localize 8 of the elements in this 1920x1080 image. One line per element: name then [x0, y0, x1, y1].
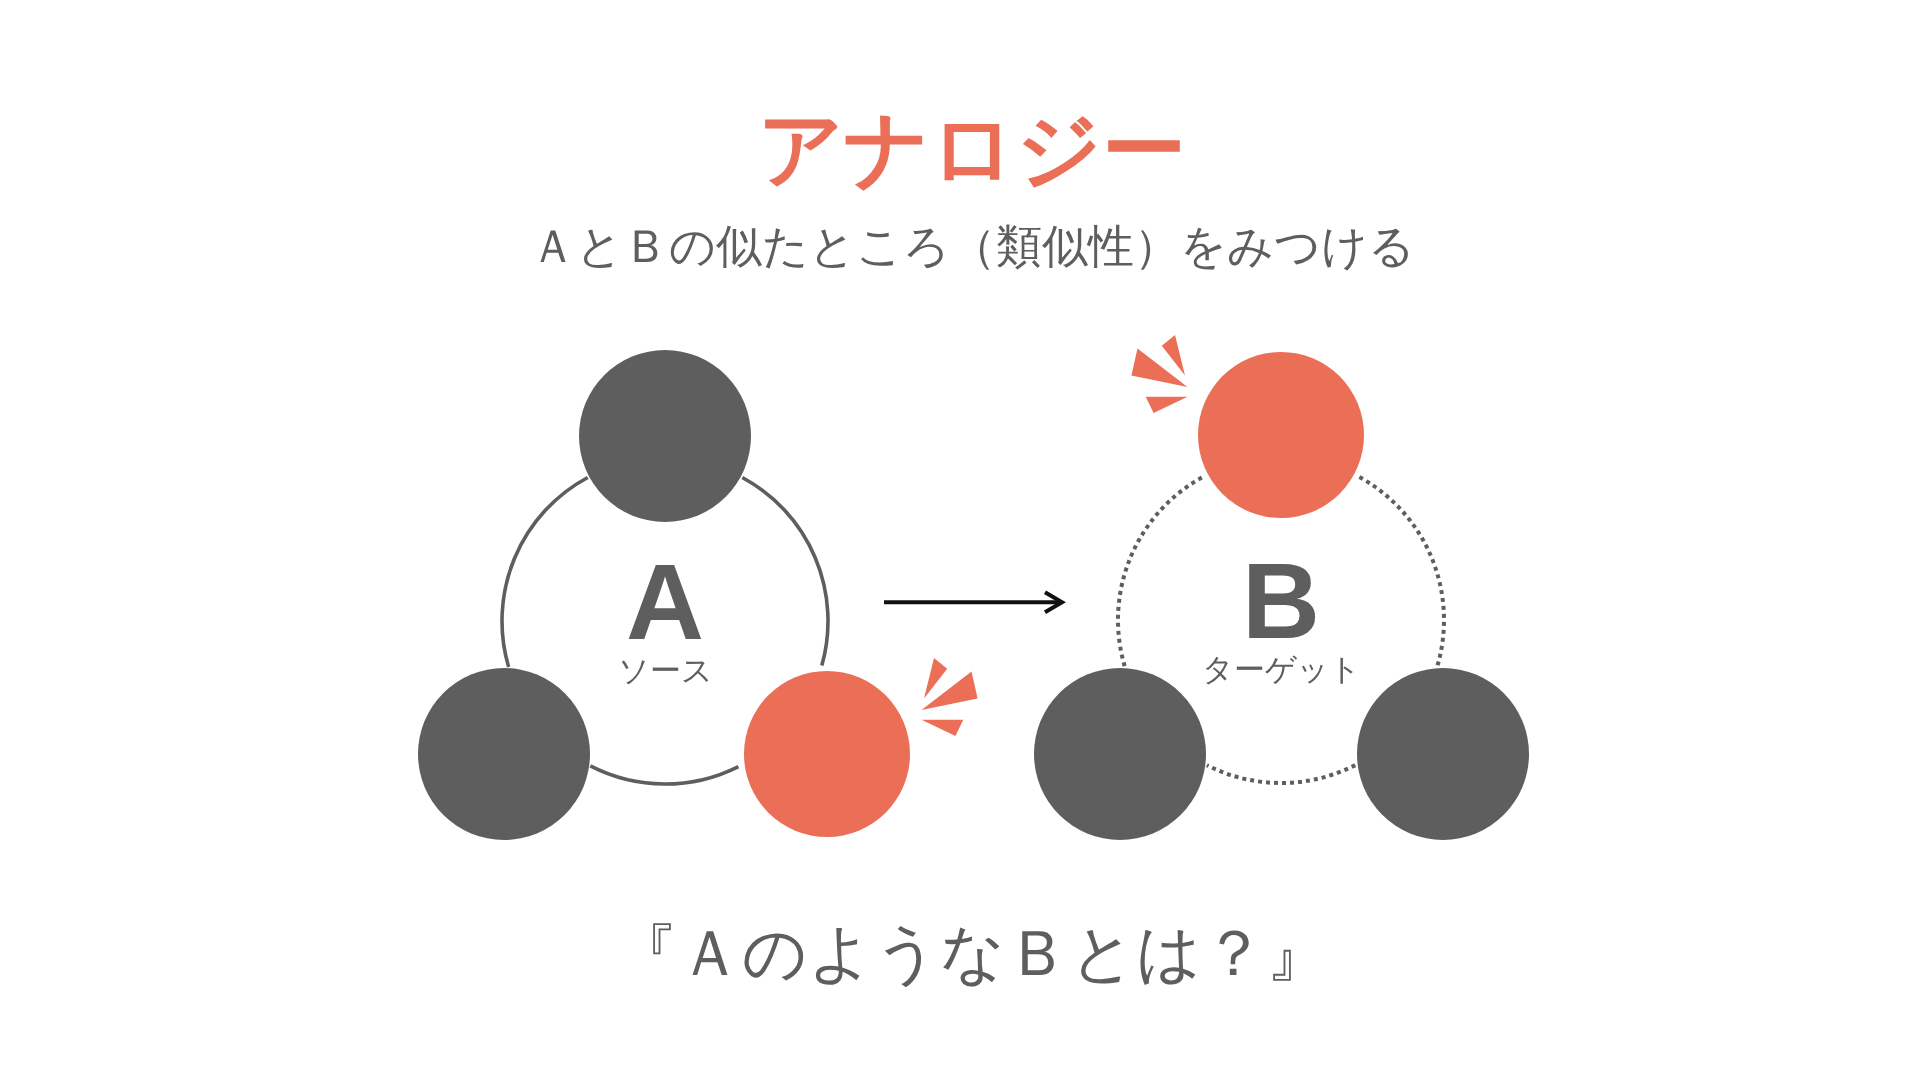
- arrow: [884, 590, 1064, 615]
- circle-label: ソース: [617, 654, 713, 686]
- subtitle: ＡとＢの似たところ（類似性）をみつける: [529, 223, 1415, 269]
- caption: 『ＡのようなＢとは？』: [614, 921, 1330, 985]
- letter-label: A: [626, 548, 704, 656]
- letter-label: B: [1242, 547, 1320, 656]
- circle-label: ターゲット: [1201, 654, 1361, 685]
- title: アナロジー: [758, 107, 1186, 191]
